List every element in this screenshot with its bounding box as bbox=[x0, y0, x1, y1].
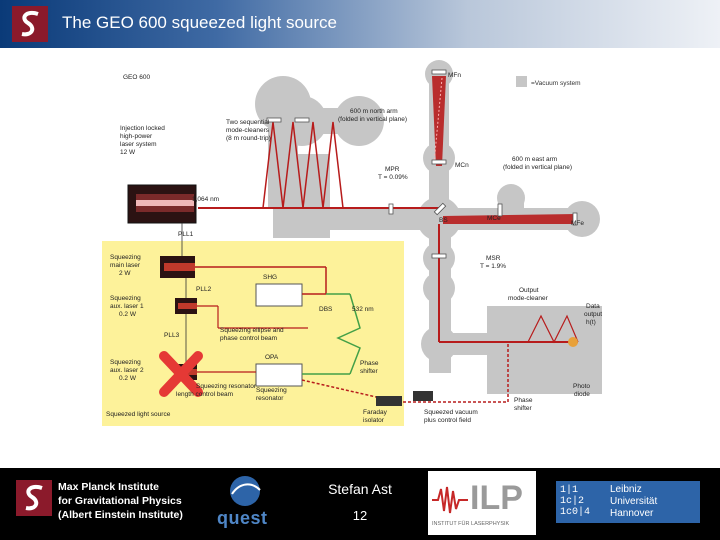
label-res-ctrl-2: length control beam bbox=[176, 391, 233, 398]
luh-mark: 1|1 1c|2 1c0|4 bbox=[560, 485, 591, 518]
label-sq-main-3: 2 W bbox=[119, 270, 131, 277]
shg-box bbox=[255, 283, 303, 307]
label-sq-main-2: main laser bbox=[110, 262, 141, 269]
faraday-isolator bbox=[376, 396, 402, 406]
label-sq-aux1-1: Squeezing bbox=[110, 295, 141, 302]
label-faraday-2: isolator bbox=[363, 417, 385, 424]
label-sq-aux2-3: 0.2 W bbox=[119, 375, 137, 382]
luh-line3: Hannover bbox=[610, 508, 654, 519]
label-res-ctrl-1: Squeezing resonator bbox=[196, 383, 257, 390]
slide-header: The GEO 600 squeezed light source bbox=[0, 0, 720, 48]
label-photodiode-1: Photo bbox=[573, 383, 590, 390]
label-north-arm-2: (folded in vertical plane) bbox=[338, 116, 407, 123]
mpi-line1: Max Planck Institute bbox=[58, 481, 159, 493]
label-two-seq-2: mode-cleaners bbox=[226, 127, 270, 134]
label-shg: SHG bbox=[263, 274, 277, 281]
label-ellipse-2: phase control beam bbox=[220, 335, 277, 342]
label-mfn: MFn bbox=[448, 72, 461, 79]
quest-logo-icon bbox=[230, 476, 261, 506]
label-sq-vac-1: Squeezed vacuum bbox=[424, 409, 478, 416]
photodiode-icon bbox=[568, 337, 578, 347]
label-ps1-1: Phase bbox=[360, 360, 379, 367]
output-mode-cleaner-beam bbox=[527, 314, 579, 344]
mode-cleaner-2-beam bbox=[302, 121, 344, 209]
ilp-subtitle: INSTITUT FÜR LASERPHYSIK bbox=[432, 521, 510, 527]
mpi-line2: for Gravitational Physics bbox=[58, 495, 182, 507]
label-source: Squeezed light source bbox=[106, 411, 171, 418]
label-mcn: MCn bbox=[455, 162, 469, 169]
label-opa: OPA bbox=[265, 354, 279, 361]
label-data-out-2: output bbox=[584, 311, 602, 318]
label-output-mc-2: mode-cleaner bbox=[508, 295, 549, 302]
label-ps1-2: shifter bbox=[360, 368, 379, 375]
label-geo: GEO 600 bbox=[123, 74, 150, 81]
label-ellipse-1: Squeezing ellipse and bbox=[220, 327, 284, 334]
ilp-wave-icon bbox=[432, 486, 468, 514]
label-inj-1: Injection locked bbox=[120, 125, 165, 132]
label-bs: BS bbox=[439, 217, 448, 224]
label-two-seq-3: (8 m round-trip) bbox=[226, 135, 271, 142]
luh-line1: Leibniz bbox=[610, 484, 642, 495]
mirrors bbox=[266, 69, 578, 259]
label-ps2-2: shifter bbox=[514, 405, 533, 412]
luh-logo: 1|1 1c|2 1c0|4 Leibniz Universität Hanno… bbox=[556, 481, 700, 523]
mode-cleaner-1-beam bbox=[262, 121, 304, 209]
label-sq-aux2-2: aux. laser 2 bbox=[110, 367, 144, 374]
slide-title: The GEO 600 squeezed light source bbox=[62, 13, 337, 32]
east-arm-beam bbox=[443, 214, 576, 224]
label-sq-main-1: Squeezing bbox=[110, 254, 141, 261]
ilp-logo: ILP INSTITUT FÜR LASERPHYSIK bbox=[428, 471, 536, 535]
luh-text: Leibniz Universität Hannover bbox=[610, 484, 657, 520]
label-inj-2: high-power bbox=[120, 133, 153, 140]
label-ps2-1: Phase bbox=[514, 397, 533, 404]
presenter-name: Stefan Ast bbox=[328, 481, 392, 497]
label-sq-aux1-2: aux. laser 1 bbox=[110, 303, 144, 310]
vacuum-system bbox=[255, 60, 602, 394]
luh-line2: Universität bbox=[610, 496, 658, 507]
label-pll3: PLL3 bbox=[164, 332, 180, 339]
label-pll1: PLL1 bbox=[178, 231, 194, 238]
mpi-name: Max Planck Institute for Gravitational P… bbox=[58, 480, 183, 522]
red-cross-icon bbox=[159, 351, 203, 397]
mpg-footer-logo-icon bbox=[16, 480, 52, 516]
label-sq-aux1-3: 0.2 W bbox=[119, 311, 137, 318]
ilp-text: ILP bbox=[470, 479, 523, 517]
label-inj-3: laser system bbox=[120, 141, 156, 148]
label-sq-res-2: resonator bbox=[256, 395, 284, 402]
label-output-mc-1: Output bbox=[519, 287, 539, 294]
mpi-line3: (Albert Einstein Institute) bbox=[58, 509, 183, 521]
label-dbs: DBS bbox=[319, 306, 333, 313]
label-east-arm-1: 600 m east arm bbox=[512, 156, 557, 163]
label-sq-aux2-1: Squeezing bbox=[110, 359, 141, 366]
label-532: 532 nm bbox=[352, 306, 374, 313]
label-two-seq-1: Two sequential bbox=[226, 119, 270, 126]
label-mpr-2: T = 0.09% bbox=[378, 174, 408, 181]
geo600-diagram: =Vacuum system bbox=[102, 60, 602, 426]
label-msr-2: T = 1.9% bbox=[480, 263, 506, 270]
squeezed-light-source-box bbox=[102, 241, 404, 426]
label-pll2: PLL2 bbox=[196, 286, 212, 293]
label-mce: MCe bbox=[487, 215, 501, 222]
label-data-out-3: h(t) bbox=[586, 319, 596, 326]
label-inj-4: 12 W bbox=[120, 149, 136, 156]
mpg-logo-icon bbox=[12, 6, 48, 42]
label-mpr-1: MPR bbox=[385, 166, 400, 173]
label-east-arm-2: (folded in vertical plane) bbox=[503, 164, 572, 171]
label-mfe: MFe bbox=[571, 220, 584, 227]
label-north-arm-1: 600 m north arm bbox=[350, 108, 398, 115]
vacuum-legend-label: =Vacuum system bbox=[531, 80, 581, 87]
faraday-isolator-2 bbox=[413, 391, 433, 401]
quest-logo-text: quest bbox=[217, 508, 268, 528]
label-sq-res-1: Squeezing bbox=[256, 387, 287, 394]
label-1064: 1,064 nm bbox=[192, 196, 219, 203]
label-faraday-1: Faraday bbox=[363, 409, 388, 416]
page-number: 12 bbox=[352, 508, 368, 523]
opa-box bbox=[255, 363, 303, 387]
vacuum-legend-swatch bbox=[516, 76, 527, 87]
green-pump-beam bbox=[336, 293, 361, 375]
label-msr-1: MSR bbox=[486, 255, 501, 262]
label-sq-vac-2: plus control field bbox=[424, 417, 471, 424]
label-data-out-1: Data bbox=[586, 303, 600, 310]
label-photodiode-2: diode bbox=[574, 391, 590, 398]
